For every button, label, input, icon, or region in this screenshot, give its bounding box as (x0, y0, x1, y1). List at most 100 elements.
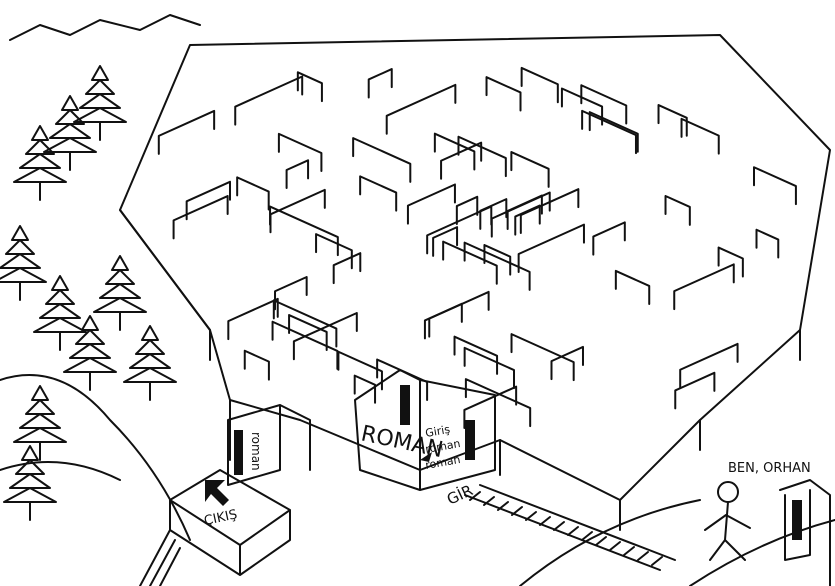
author-figure (704, 479, 831, 586)
maze-wall (580, 84, 628, 125)
maze-wall (464, 378, 532, 428)
tree-icon (123, 325, 177, 401)
stair-step (595, 536, 607, 546)
maze-wall (717, 246, 744, 278)
maze-inner-walls (157, 66, 797, 429)
maze-wall (592, 221, 626, 256)
maze-wall (234, 75, 304, 126)
tree-icon (0, 225, 47, 301)
maze-wall (485, 76, 522, 112)
maze-wall (227, 297, 279, 341)
maze-wall (423, 302, 463, 340)
tree-icon (63, 315, 117, 391)
exit-arrow-icon (205, 480, 229, 506)
sign-line-roman-2: roman (424, 453, 461, 472)
maze-wall (285, 159, 310, 189)
maze-wall (674, 371, 716, 410)
maze-wall (463, 241, 531, 291)
tree-icon (43, 95, 97, 171)
mountain-outline (9, 14, 201, 41)
wall-label-roman-vertical: roman (249, 432, 263, 471)
maze-wall (385, 83, 457, 135)
maze-wall (755, 228, 780, 259)
stair-step (553, 521, 565, 531)
tree-icon (13, 125, 67, 201)
maze-wall (353, 374, 377, 404)
maze-wall (517, 223, 585, 274)
maze-wall (550, 345, 584, 381)
exit-block (139, 469, 291, 586)
maze-wall (657, 104, 688, 137)
maze-wall (236, 176, 270, 211)
maze-wall (510, 151, 550, 188)
maze-wall (581, 109, 637, 155)
maze-wall (510, 333, 575, 382)
maze-wall (463, 346, 516, 390)
maze-wall (514, 204, 541, 236)
entrance-buildings (227, 369, 496, 491)
tree-icon (33, 275, 87, 351)
maze-wall (753, 166, 797, 206)
maze-wall (292, 311, 358, 361)
maze-wall (453, 335, 499, 375)
maze-wall (367, 68, 393, 99)
maze-wall (243, 349, 270, 381)
maze-wall (332, 252, 362, 285)
maze-wall (614, 269, 651, 305)
svg-text:roman: roman (249, 432, 263, 471)
maze-wall (680, 117, 720, 155)
maze-wall (426, 205, 493, 255)
forest (0, 65, 177, 521)
maze-wall (520, 66, 559, 104)
maze-wall (664, 194, 691, 226)
maze-wall (359, 175, 398, 212)
stair-step (469, 491, 481, 501)
stair-step (637, 551, 649, 561)
maze-wall (560, 87, 604, 126)
tree-icon (93, 255, 147, 331)
hillside (0, 374, 835, 586)
maze-wall (272, 299, 338, 348)
maze-wall (519, 188, 580, 235)
maze-wall (185, 180, 232, 221)
maze-wall (432, 226, 459, 257)
stair-step (567, 526, 579, 536)
entrance-label: GİR (444, 480, 476, 508)
maze-wall (274, 275, 308, 311)
maze-wall (406, 183, 456, 225)
door-right (465, 420, 475, 460)
sign-line-giris: Giriş (424, 423, 451, 440)
maze-wall (271, 320, 339, 370)
tree-icon (13, 385, 67, 461)
maze-wall (433, 132, 476, 171)
stair-step (623, 546, 635, 556)
maze-wall (315, 233, 353, 270)
sign-line-roman-1: roman (424, 437, 461, 456)
maze-outer-walls (119, 34, 831, 531)
stair-step (609, 541, 621, 551)
maze-wall (352, 137, 412, 183)
exit-label: ÇIKIŞ (203, 507, 239, 529)
maze-wall (157, 109, 216, 155)
door-top (400, 385, 410, 425)
tree-icon (73, 65, 127, 141)
maze-wall (428, 290, 490, 338)
maze-wall (296, 71, 323, 103)
maze-wall (269, 188, 326, 234)
author-label: BEN, ORHAN (728, 461, 811, 476)
stair-rail (464, 484, 676, 571)
maze-wall (277, 132, 323, 173)
entrance-stairs (464, 484, 676, 571)
maze-wall (337, 350, 383, 391)
maze-wall (269, 205, 339, 257)
maze-wall (442, 240, 498, 285)
stair-step (651, 556, 663, 566)
stair-step (581, 531, 593, 541)
tree-icon (3, 445, 57, 521)
maze-wall (463, 385, 518, 429)
entrance-arrow-icon (420, 452, 432, 462)
door-left (234, 430, 243, 475)
maze-wall (673, 263, 735, 311)
